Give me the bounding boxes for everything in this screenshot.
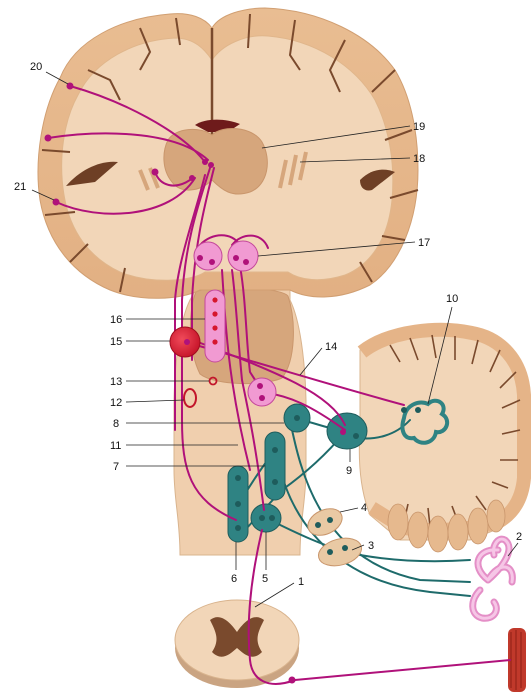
cerebrum xyxy=(37,7,419,299)
label-19: 19 xyxy=(413,121,425,133)
leader-lines xyxy=(31,71,519,608)
label-7: 7 xyxy=(113,461,119,473)
nucleus-7 xyxy=(264,431,286,501)
label-16: 16 xyxy=(110,314,122,326)
label-2: 2 xyxy=(516,531,522,543)
label-13: 13 xyxy=(110,376,122,388)
label-10: 10 xyxy=(446,293,458,305)
label-9: 9 xyxy=(346,465,352,477)
label-3: 3 xyxy=(368,540,374,552)
label-12: 12 xyxy=(110,397,122,409)
label-11: 11 xyxy=(110,440,121,452)
nucleus-12 xyxy=(183,388,197,408)
label-4: 4 xyxy=(361,502,367,514)
pink-nuclei xyxy=(193,240,277,407)
lateral-sulcus-left xyxy=(66,161,118,186)
label-1: 1 xyxy=(298,576,304,588)
label-6: 6 xyxy=(231,573,237,585)
ganglion-3 xyxy=(317,537,363,567)
label-5: 5 xyxy=(262,573,268,585)
ganglion-4 xyxy=(307,508,343,536)
label-21: 21 xyxy=(14,181,26,193)
label-17: 17 xyxy=(418,237,430,249)
nucleus-5 xyxy=(250,503,282,533)
nucleus-13 xyxy=(208,376,218,386)
inner-ear xyxy=(469,535,516,622)
cerebellum xyxy=(357,322,531,553)
label-8: 8 xyxy=(113,418,119,430)
label-20: 20 xyxy=(30,61,42,73)
lateral-sulcus-right xyxy=(360,169,395,191)
nucleus-12-pink xyxy=(247,377,277,407)
motor-tracts xyxy=(47,85,511,685)
dentate-nucleus xyxy=(400,398,450,445)
label-14: 14 xyxy=(325,341,337,353)
muscle xyxy=(508,628,526,692)
nucleus-17-left xyxy=(193,241,223,271)
vestibular-ganglia xyxy=(307,508,363,567)
neuron-bodies xyxy=(44,82,421,684)
number-labels: 1 2 3 4 5 6 7 8 9 10 11 12 13 14 15 16 1… xyxy=(14,61,522,588)
label-18: 18 xyxy=(413,153,425,165)
nucleus-17-right xyxy=(227,240,259,272)
spinal-cord xyxy=(174,599,300,688)
nucleus-9 xyxy=(326,412,368,450)
label-15: 15 xyxy=(110,336,122,348)
